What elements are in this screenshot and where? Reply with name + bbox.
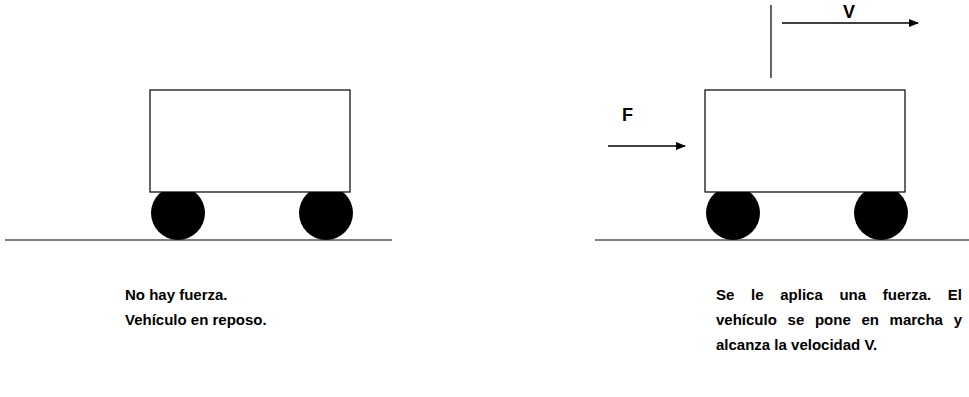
- wheel: [854, 186, 908, 240]
- cart-body: [150, 90, 350, 192]
- velocity-arrow: [782, 22, 918, 24]
- caption-line: No hay fuerza.: [125, 282, 228, 307]
- ground-line: [595, 239, 969, 240]
- ground-line: [5, 239, 392, 240]
- wheel: [706, 186, 760, 240]
- caption-line: Vehículo en reposo.: [125, 307, 267, 332]
- cart-moving: [595, 5, 969, 240]
- velocity-label: V: [843, 2, 855, 22]
- force-arrow: [608, 145, 685, 147]
- velocity-marker: [770, 5, 771, 78]
- wheel: [299, 186, 353, 240]
- cart-body: [705, 90, 905, 192]
- caption-paragraph: Se le aplica una fuerza. El vehículo se …: [716, 282, 962, 357]
- force-label: F: [622, 104, 633, 126]
- wheel: [151, 186, 205, 240]
- cart-at-rest: [5, 90, 392, 240]
